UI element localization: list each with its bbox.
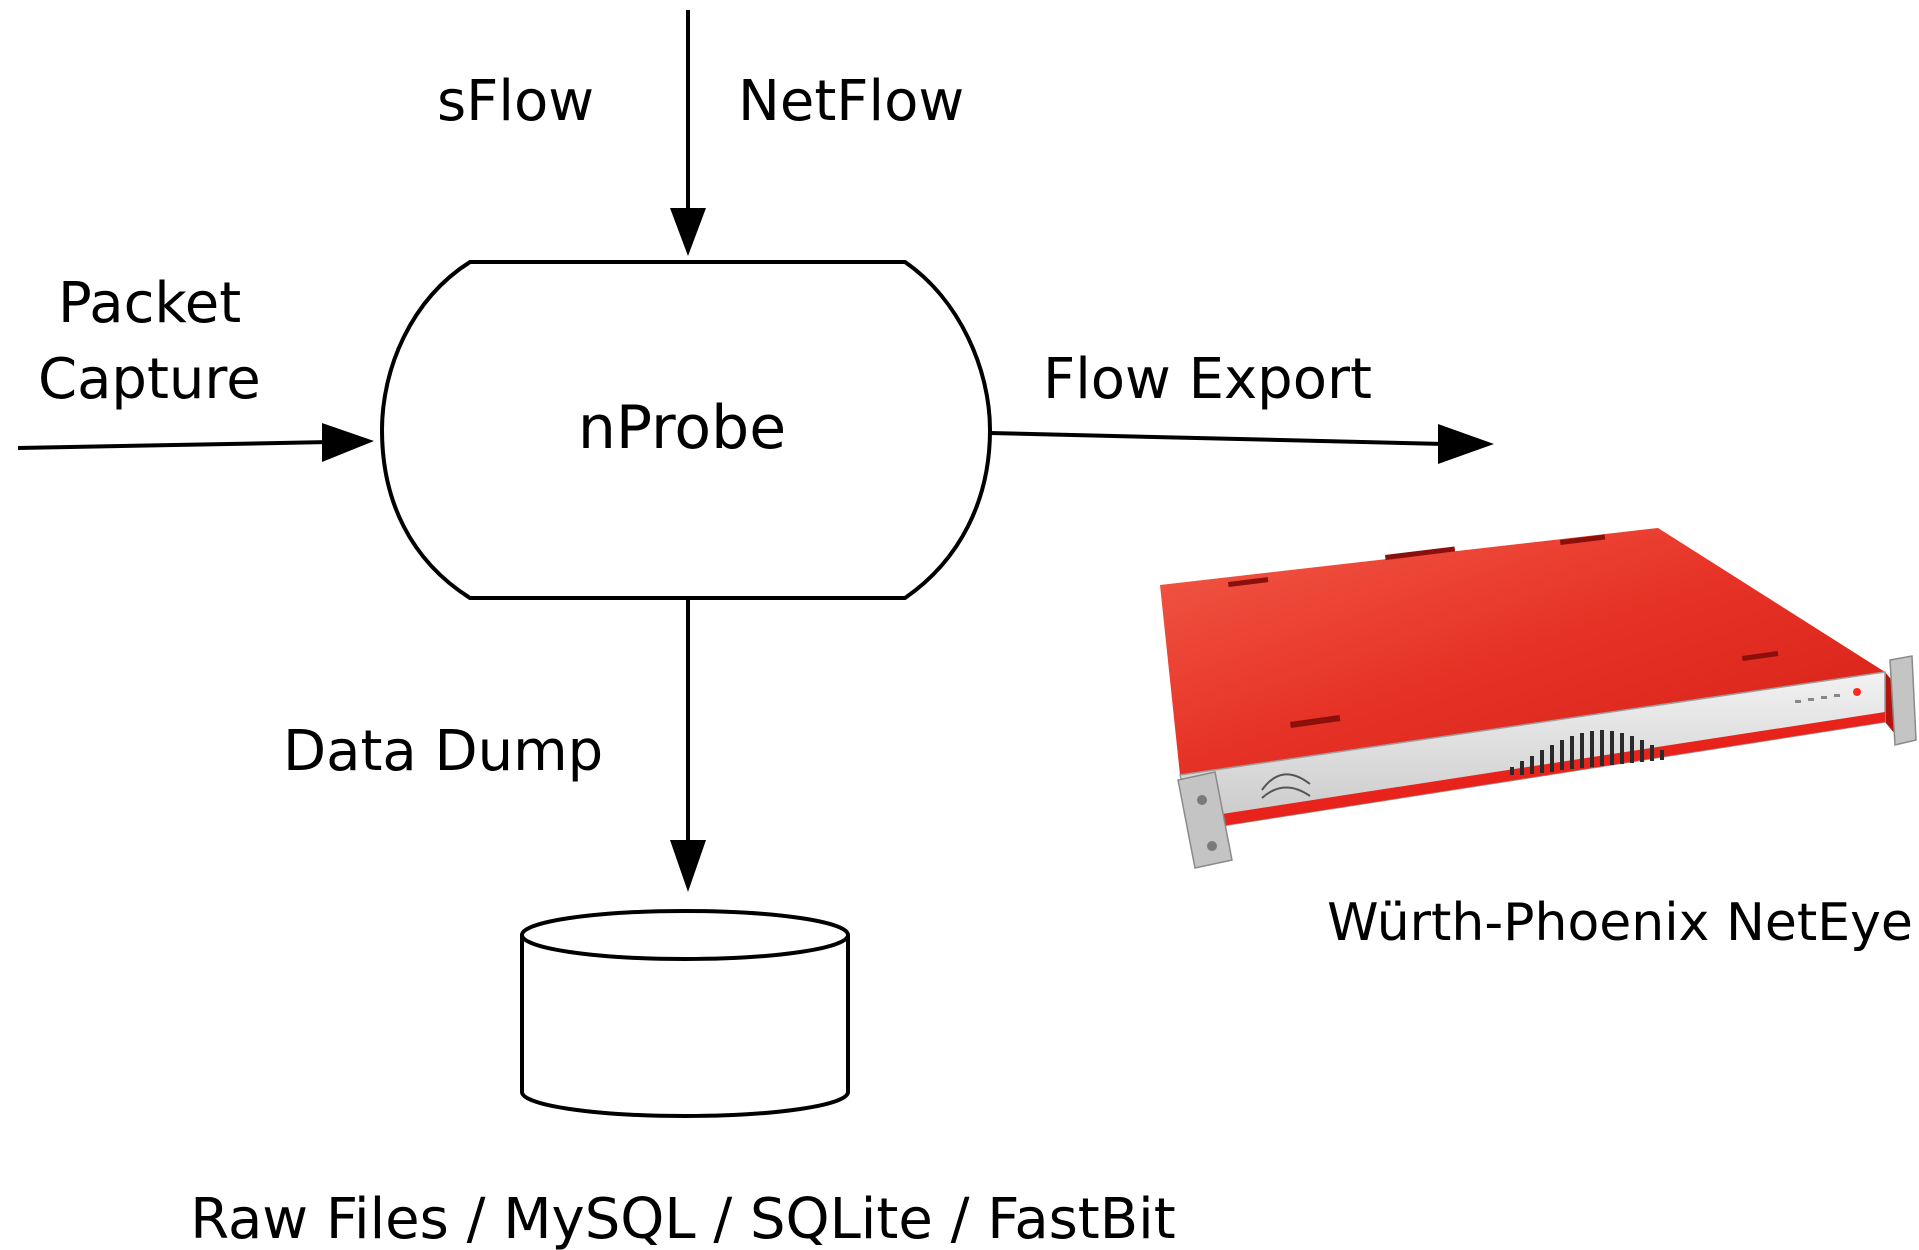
- netflow-label: NetFlow: [738, 69, 964, 134]
- packet-capture-label-line1: Packet: [58, 271, 241, 336]
- data-dump-label: Data Dump: [283, 719, 603, 784]
- packet-capture-arrow-line: [17, 440, 331, 450]
- nprobe-label: nProbe: [578, 393, 786, 463]
- front-vent-bars: [1510, 730, 1664, 775]
- rack-server-icon: [1160, 528, 1917, 869]
- sflow-label: sFlow: [437, 69, 594, 134]
- data-dump-arrowhead: [670, 840, 706, 892]
- packet-capture-label-line2: Capture: [38, 347, 261, 412]
- database-icon: [520, 909, 850, 1118]
- appliance-label: Würth-Phoenix NetEye: [1327, 893, 1913, 953]
- flow-export-label: Flow Export: [1043, 347, 1372, 412]
- nprobe-process-shape: [379, 260, 993, 600]
- inbound-flow-arrowhead: [670, 208, 706, 256]
- flow-export-arrowhead: [1438, 424, 1494, 464]
- storage-label: Raw Files / MySQL / SQLite / FastBit: [190, 1187, 1175, 1250]
- packet-capture-arrowhead: [322, 423, 374, 462]
- flow-export-arrow-line: [989, 431, 1446, 446]
